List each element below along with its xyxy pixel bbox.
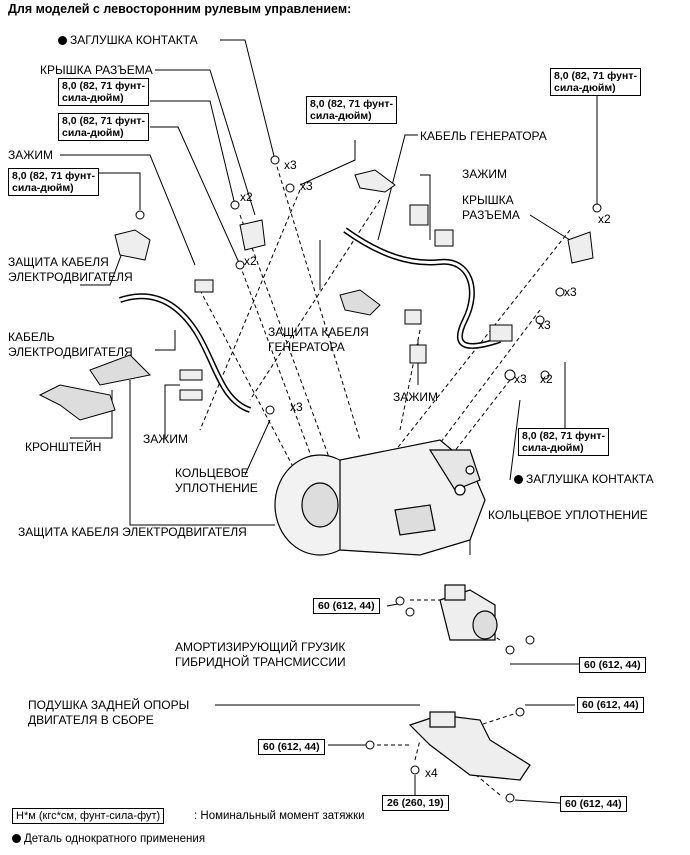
torque-box-8nm: 8,0 (82, 71 фунт-сила-дюйм) <box>518 428 609 456</box>
page-header: Для моделей с левосторонним рулевым упра… <box>8 2 352 16</box>
motor-cable-label-1: КАБЕЛЬ <box>8 330 55 344</box>
qty-label: x3 <box>284 158 297 172</box>
motor-cable-guard-part <box>114 229 151 261</box>
connector-cover-label-left: КРЫШКА РАЗЪЕМА <box>40 63 153 77</box>
damper-label-1: АМОРТИЗИРУЮЩИЙ ГРУЗИК <box>175 640 346 654</box>
single-use-legend: Деталь однократного применения <box>12 832 205 846</box>
qty-label: x3 <box>290 400 303 414</box>
torque-box-8nm: 8,0 (82, 71 фунт-сила-дюйм) <box>58 78 149 106</box>
bolt <box>135 210 145 220</box>
torque-unit-legend-text: : Номинальный момент затяжки <box>194 810 365 822</box>
qty-label: x2 <box>540 372 553 386</box>
motor-cable-guard-lower <box>89 354 152 386</box>
contact-plug-label-left: ЗАГЛУШКА КОНТАКТА <box>58 33 198 47</box>
oring-label-right: КОЛЬЦЕВОЕ УПЛОТНЕНИЕ <box>488 508 648 522</box>
torque-box-60nm: 60 (612, 44) <box>560 796 627 812</box>
qty-label: x4 <box>425 766 438 780</box>
motor-cable-label-2: ЭЛЕКТРОДВИГАТЕЛЯ <box>8 345 133 359</box>
rear-engine-mount <box>408 711 531 781</box>
connector-cover-label-right-1: КРЫШКА <box>462 193 514 207</box>
clamp-label-center: ЗАЖИМ <box>393 390 438 404</box>
torque-box-60nm: 60 (612, 44) <box>313 598 380 614</box>
bracket-label: КРОНШТЕЙН <box>25 440 102 454</box>
hybrid-damper-weight <box>439 584 498 641</box>
qty-label: x3 <box>514 372 527 386</box>
single-use-dot-icon <box>12 834 21 843</box>
transmission <box>274 439 486 556</box>
single-use-dot-icon <box>58 36 67 45</box>
torque-box-8nm: 8,0 (82, 71 фунт-сила-дюйм) <box>306 96 397 124</box>
oring-label-left-2: УПЛОТНЕНИЕ <box>175 481 258 495</box>
clamp-label-left: ЗАЖИМ <box>8 148 53 162</box>
motor-cable-guard-bottom-label: ЗАЩИТА КАБЕЛЯ ЭЛЕКТРОДВИГАТЕЛЯ <box>18 525 247 539</box>
generator-cable-guard-label-1: ЗАЩИТА КАБЕЛЯ <box>268 325 369 339</box>
generator-cable-guard-label-2: ГЕНЕРАТОРА <box>268 340 345 354</box>
motor-cable-guard-label-1: ЗАЩИТА КАБЕЛЯ <box>8 255 109 269</box>
damper-label-2: ГИБРИДНОЙ ТРАНСМИССИИ <box>175 655 346 669</box>
mount-label-1: ПОДУШКА ЗАДНЕЙ ОПОРЫ <box>28 698 190 712</box>
connector-cover-left <box>239 219 266 251</box>
contact-plug-label-right: ЗАГЛУШКА КОНТАКТА <box>514 472 654 486</box>
clamp-label-mid: ЗАЖИМ <box>143 432 188 446</box>
qty-label: x2 <box>244 254 257 268</box>
torque-box-60nm: 60 (612, 44) <box>577 697 644 713</box>
torque-box-26nm: 26 (260, 19) <box>382 795 449 811</box>
qty-label: x3 <box>564 285 577 299</box>
torque-box-8nm: 8,0 (82, 71 фунт-сила-дюйм) <box>58 113 149 141</box>
torque-box-60nm: 60 (612, 44) <box>258 739 325 755</box>
bracket <box>38 384 116 421</box>
torque-box-8nm: 8,0 (82, 71 фунт-сила-дюйм) <box>550 68 641 96</box>
torque-box-60nm: 60 (612, 44) <box>579 657 646 673</box>
generator-cable-label: КАБЕЛЬ ГЕНЕРАТОРА <box>420 129 547 143</box>
connector-cover-right <box>567 231 594 264</box>
motor-cable-guard-label-2: ЭЛЕКТРОДВИГАТЕЛЯ <box>8 270 133 284</box>
qty-label: x2 <box>598 212 611 226</box>
torque-box-8nm: 8,0 (82, 71 фунт-сила-дюйм) <box>8 168 99 196</box>
mount-label-2: ДВИГАТЕЛЯ В СБОРЕ <box>28 713 154 727</box>
clamp-part <box>194 279 214 293</box>
qty-label: x2 <box>240 190 253 204</box>
qty-label: x3 <box>300 179 313 193</box>
generator-cable-guard <box>339 289 381 316</box>
oring-label-left-1: КОЛЬЦЕВОЕ <box>175 466 249 480</box>
clamp-label-right: ЗАЖИМ <box>462 167 507 181</box>
connector-cover-label-right-2: РАЗЪЕМА <box>462 208 520 222</box>
single-use-dot-icon <box>514 475 523 484</box>
qty-label: x3 <box>538 318 551 332</box>
torque-unit-legend-box: Н*м (кгс*см, фунт-сила-фут) <box>12 808 165 824</box>
